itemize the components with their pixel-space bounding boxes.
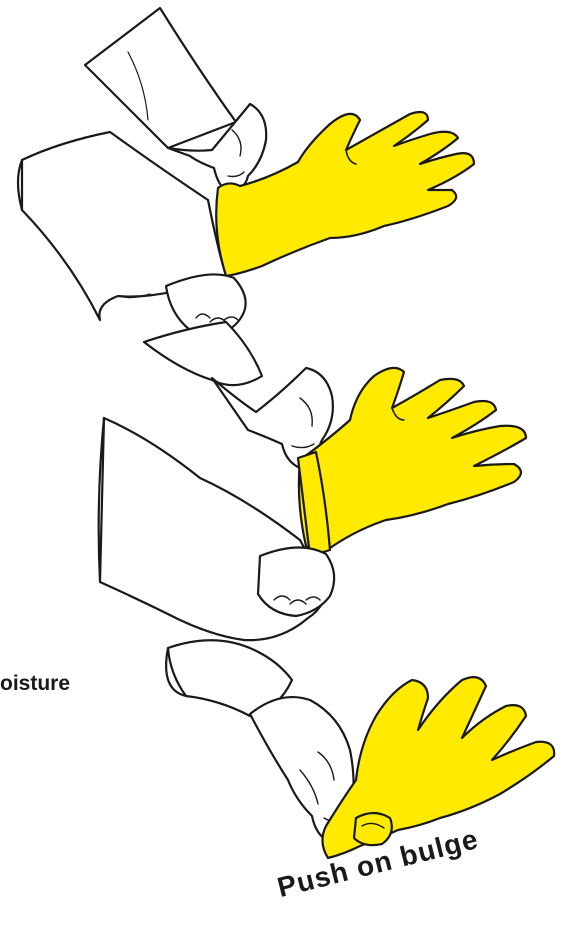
upper-sleeve-1 (85, 8, 236, 148)
moisture-caption: oisture (0, 672, 70, 696)
step-2-illustration (99, 322, 526, 640)
step-1-illustration (18, 8, 474, 335)
glove-2 (299, 368, 526, 550)
step-3-illustration (166, 640, 554, 858)
upper-sleeve-2 (144, 322, 262, 385)
lower-fist-2 (258, 547, 334, 616)
glove-bulge-3 (354, 813, 392, 845)
